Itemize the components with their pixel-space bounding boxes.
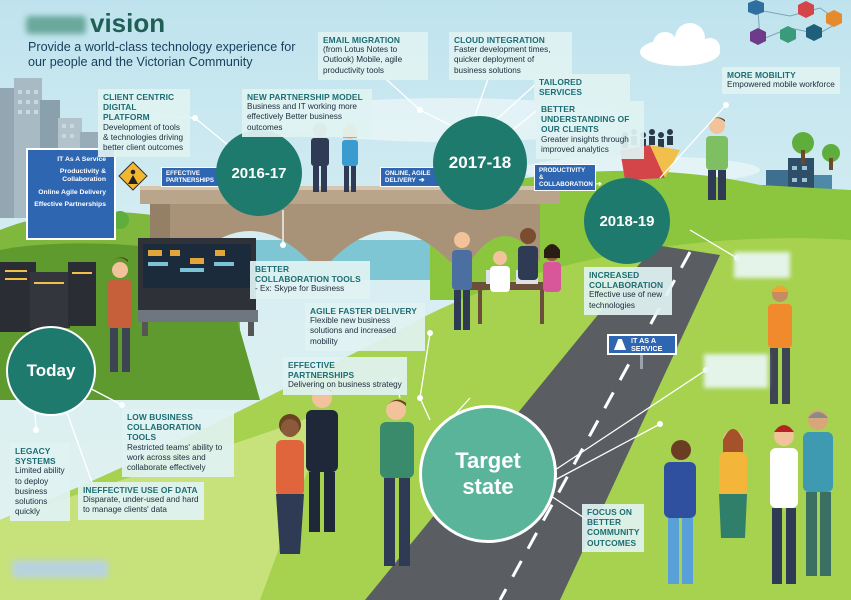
person-woman-yellow [719, 429, 747, 538]
person-console [108, 257, 132, 372]
milestone-target-state: Target state [419, 405, 557, 543]
box-email-migration: EMAIL MIGRATION(from Lotus Notes to Outl… [318, 32, 428, 80]
redacted-logo [26, 16, 86, 35]
milestone-2017-18: 2017-18 [433, 116, 527, 210]
network-hexagon-icon [748, 0, 842, 45]
redacted-box [734, 252, 790, 278]
arrow-right-icon: ➔ [595, 181, 602, 188]
road-sign-label: IT AS A SERVICE [631, 336, 663, 353]
person-man-blue [664, 440, 696, 584]
person-meeting-2 [490, 251, 510, 292]
tag-effective-partnerships: EFFECTIVE PARTNERSHIPS➔ [161, 167, 223, 187]
server-racks [0, 262, 96, 332]
person-meeting-4 [543, 244, 561, 292]
arrow-right-icon: ➔ [418, 177, 425, 184]
person-man-green [380, 399, 414, 566]
person-worker [768, 286, 792, 404]
person-police [306, 387, 338, 532]
sign-post [640, 355, 643, 369]
box-tailored-services: TAILORED SERVICES [534, 74, 630, 102]
box-focus-community: FOCUS ON BETTER COMMUNITY OUTCOMES [582, 504, 644, 552]
road-icon [614, 339, 626, 350]
person-meeting-3 [518, 228, 538, 280]
milestone-today: Today [6, 326, 96, 416]
road-worker-sign-icon [118, 161, 148, 191]
control-desk [138, 238, 258, 336]
service-panel: IT As A Service Productivity & Collabora… [26, 148, 116, 240]
cloud-icon [640, 23, 720, 66]
person-meeting-1 [452, 232, 472, 330]
panel-item: IT As A Service [57, 156, 106, 163]
page-title: vision [26, 8, 165, 39]
panel-item: Productivity & Collaboration [59, 168, 106, 184]
road-sign-icon: IT AS A SERVICE [607, 334, 677, 355]
person-woman-orange [276, 414, 304, 554]
redacted-footer-logo [12, 560, 108, 578]
milestone-2018-19: 2018-19 [584, 178, 670, 264]
panel-item: Online Agile Delivery [38, 188, 106, 196]
box-better-collaboration: BETTER COLLABORATION TOOLS - Ex: Skype f… [250, 261, 370, 299]
people [108, 117, 833, 584]
panel-item: Effective Partnerships [34, 200, 106, 208]
redacted-box [704, 354, 768, 388]
person-woman-tablet [770, 425, 798, 584]
person-man-grey [803, 410, 833, 576]
page-title-text: vision [90, 8, 166, 38]
tag-online-agile: ONLINE, AGILE DELIVERY➔ [380, 167, 440, 187]
person-mobility [706, 117, 728, 200]
tag-productivity: PRODUCTIVITY & COLLABORATION➔ [534, 164, 602, 191]
milestone-2016-17: 2016-17 [216, 130, 302, 216]
page-subtitle: Provide a world-class technology experie… [28, 40, 296, 69]
